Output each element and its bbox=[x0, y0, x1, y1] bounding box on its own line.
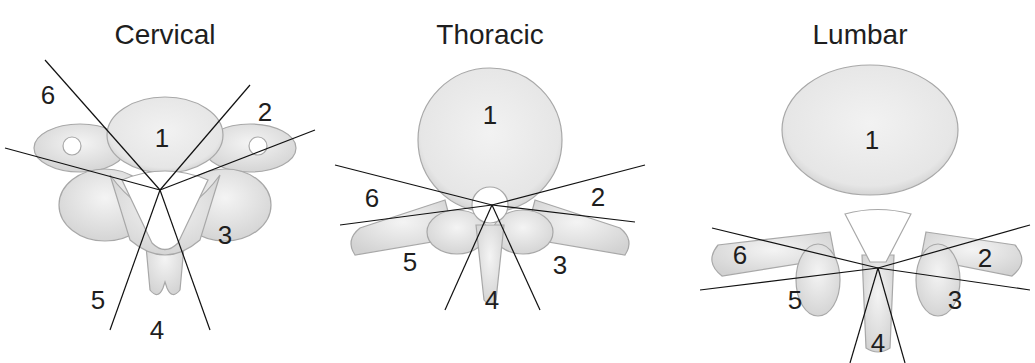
sector-number: 1 bbox=[865, 127, 879, 153]
sector-number: 5 bbox=[788, 287, 802, 313]
sector-number: 3 bbox=[218, 222, 232, 248]
sector-number: 4 bbox=[150, 317, 164, 343]
thoracic-vertebra bbox=[351, 68, 629, 304]
lumbar-vertebra bbox=[712, 65, 1022, 352]
sector-number: 6 bbox=[365, 185, 379, 211]
sector-lines bbox=[5, 60, 1030, 363]
sector-number: 1 bbox=[155, 125, 169, 151]
sector-number: 4 bbox=[485, 287, 499, 313]
sector-number: 5 bbox=[91, 287, 105, 313]
sector-number: 3 bbox=[553, 252, 567, 278]
region-title: Thoracic bbox=[436, 21, 543, 49]
sector-number: 3 bbox=[948, 287, 962, 313]
sector-number: 6 bbox=[733, 242, 747, 268]
sector-number: 6 bbox=[41, 82, 55, 108]
sector-number: 5 bbox=[403, 249, 417, 275]
sector-number: 2 bbox=[978, 245, 992, 271]
region-title: Cervical bbox=[114, 21, 215, 49]
sector-number: 4 bbox=[871, 330, 885, 356]
cervical-vertebra bbox=[34, 97, 296, 295]
region-title: Lumbar bbox=[813, 21, 908, 49]
sector-number: 1 bbox=[483, 102, 497, 128]
sector-number: 2 bbox=[591, 184, 605, 210]
sector-number: 2 bbox=[258, 99, 272, 125]
